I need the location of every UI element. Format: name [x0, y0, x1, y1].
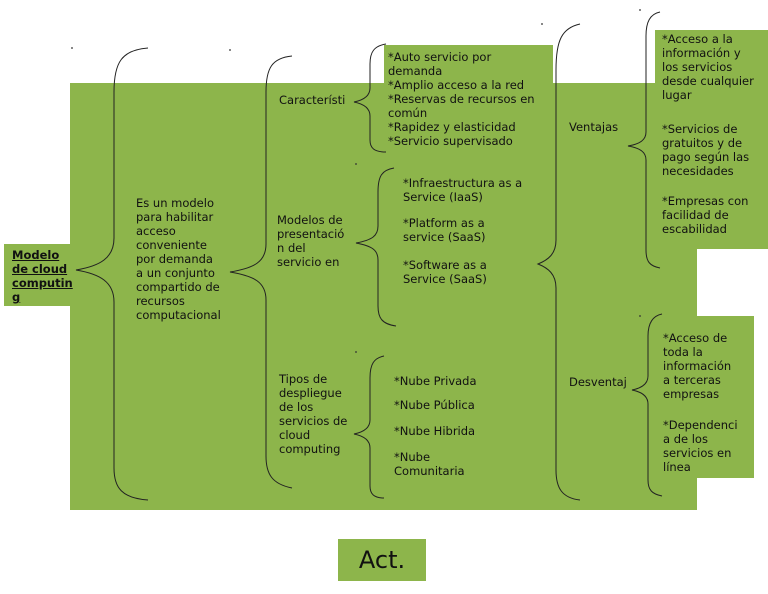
advantage-item: *Servicios de gratuitos y de pago según … — [662, 122, 750, 178]
disadvantage-item: *Acceso de toda la información a tercera… — [663, 331, 732, 401]
deployment-item: *Nube Pública — [394, 398, 475, 412]
act-label: Act. — [358, 546, 406, 574]
deployment-brace — [353, 355, 385, 499]
disadvantages-panel — [660, 316, 754, 478]
act-box: Act. — [338, 539, 426, 581]
models-brace — [355, 167, 397, 327]
model-item: *Infraestructura as a Service (IaaS) — [403, 176, 523, 204]
root-node: Modelo de cloud computin g — [4, 244, 73, 306]
deployment-item: *Nube Privada — [394, 374, 477, 388]
disadvantage-item: *Dependenci a de los servicios en línea — [663, 418, 738, 474]
characteristics-brace — [353, 43, 387, 153]
definition-text: Es un modelo para habilitar acceso conve… — [136, 196, 221, 322]
advantages-label: Ventajas — [569, 120, 619, 134]
deployment-item: *Nube Hibrida — [394, 424, 476, 438]
advantages-panel — [655, 30, 768, 249]
model-item: *Platform as a service (SaaS) — [403, 216, 486, 244]
root-brace — [75, 47, 149, 501]
root-label: Modelo de cloud computin g — [12, 248, 73, 304]
disadvantages-brace — [631, 313, 663, 497]
definition-brace — [229, 55, 293, 489]
characteristics-list: *Auto servicio por demanda *Amplio acces… — [388, 50, 550, 149]
deployment-item: *Nube Comunitaria — [394, 450, 465, 478]
characteristic-item: *Reservas de recursos en común — [388, 92, 535, 120]
characteristics-panel — [384, 45, 553, 152]
advantage-item: *Empresas con facilidad de escabilidad — [662, 194, 749, 236]
characteristic-item: *Rapidez y elasticidad — [388, 120, 516, 134]
characteristics-label: Característi — [279, 93, 346, 107]
characteristic-item: *Servicio supervisado — [388, 134, 513, 148]
advantage-item: *Acceso a la información y los servicios… — [662, 32, 754, 102]
main-panel — [70, 83, 697, 510]
deployment-label: Tipos de despliegue de los servicios de … — [279, 372, 348, 456]
model-item: *Software as a Service (SaaS) — [403, 258, 487, 286]
vantages-brace — [536, 23, 581, 501]
characteristic-item: *Amplio acceso a la red — [388, 78, 525, 92]
characteristic-item: *Auto servicio por demanda — [388, 50, 492, 78]
models-label: Modelos de presentació n del servicio en — [277, 213, 345, 269]
advantages-brace — [627, 11, 661, 269]
disadvantages-label: Desventaj — [569, 375, 627, 389]
